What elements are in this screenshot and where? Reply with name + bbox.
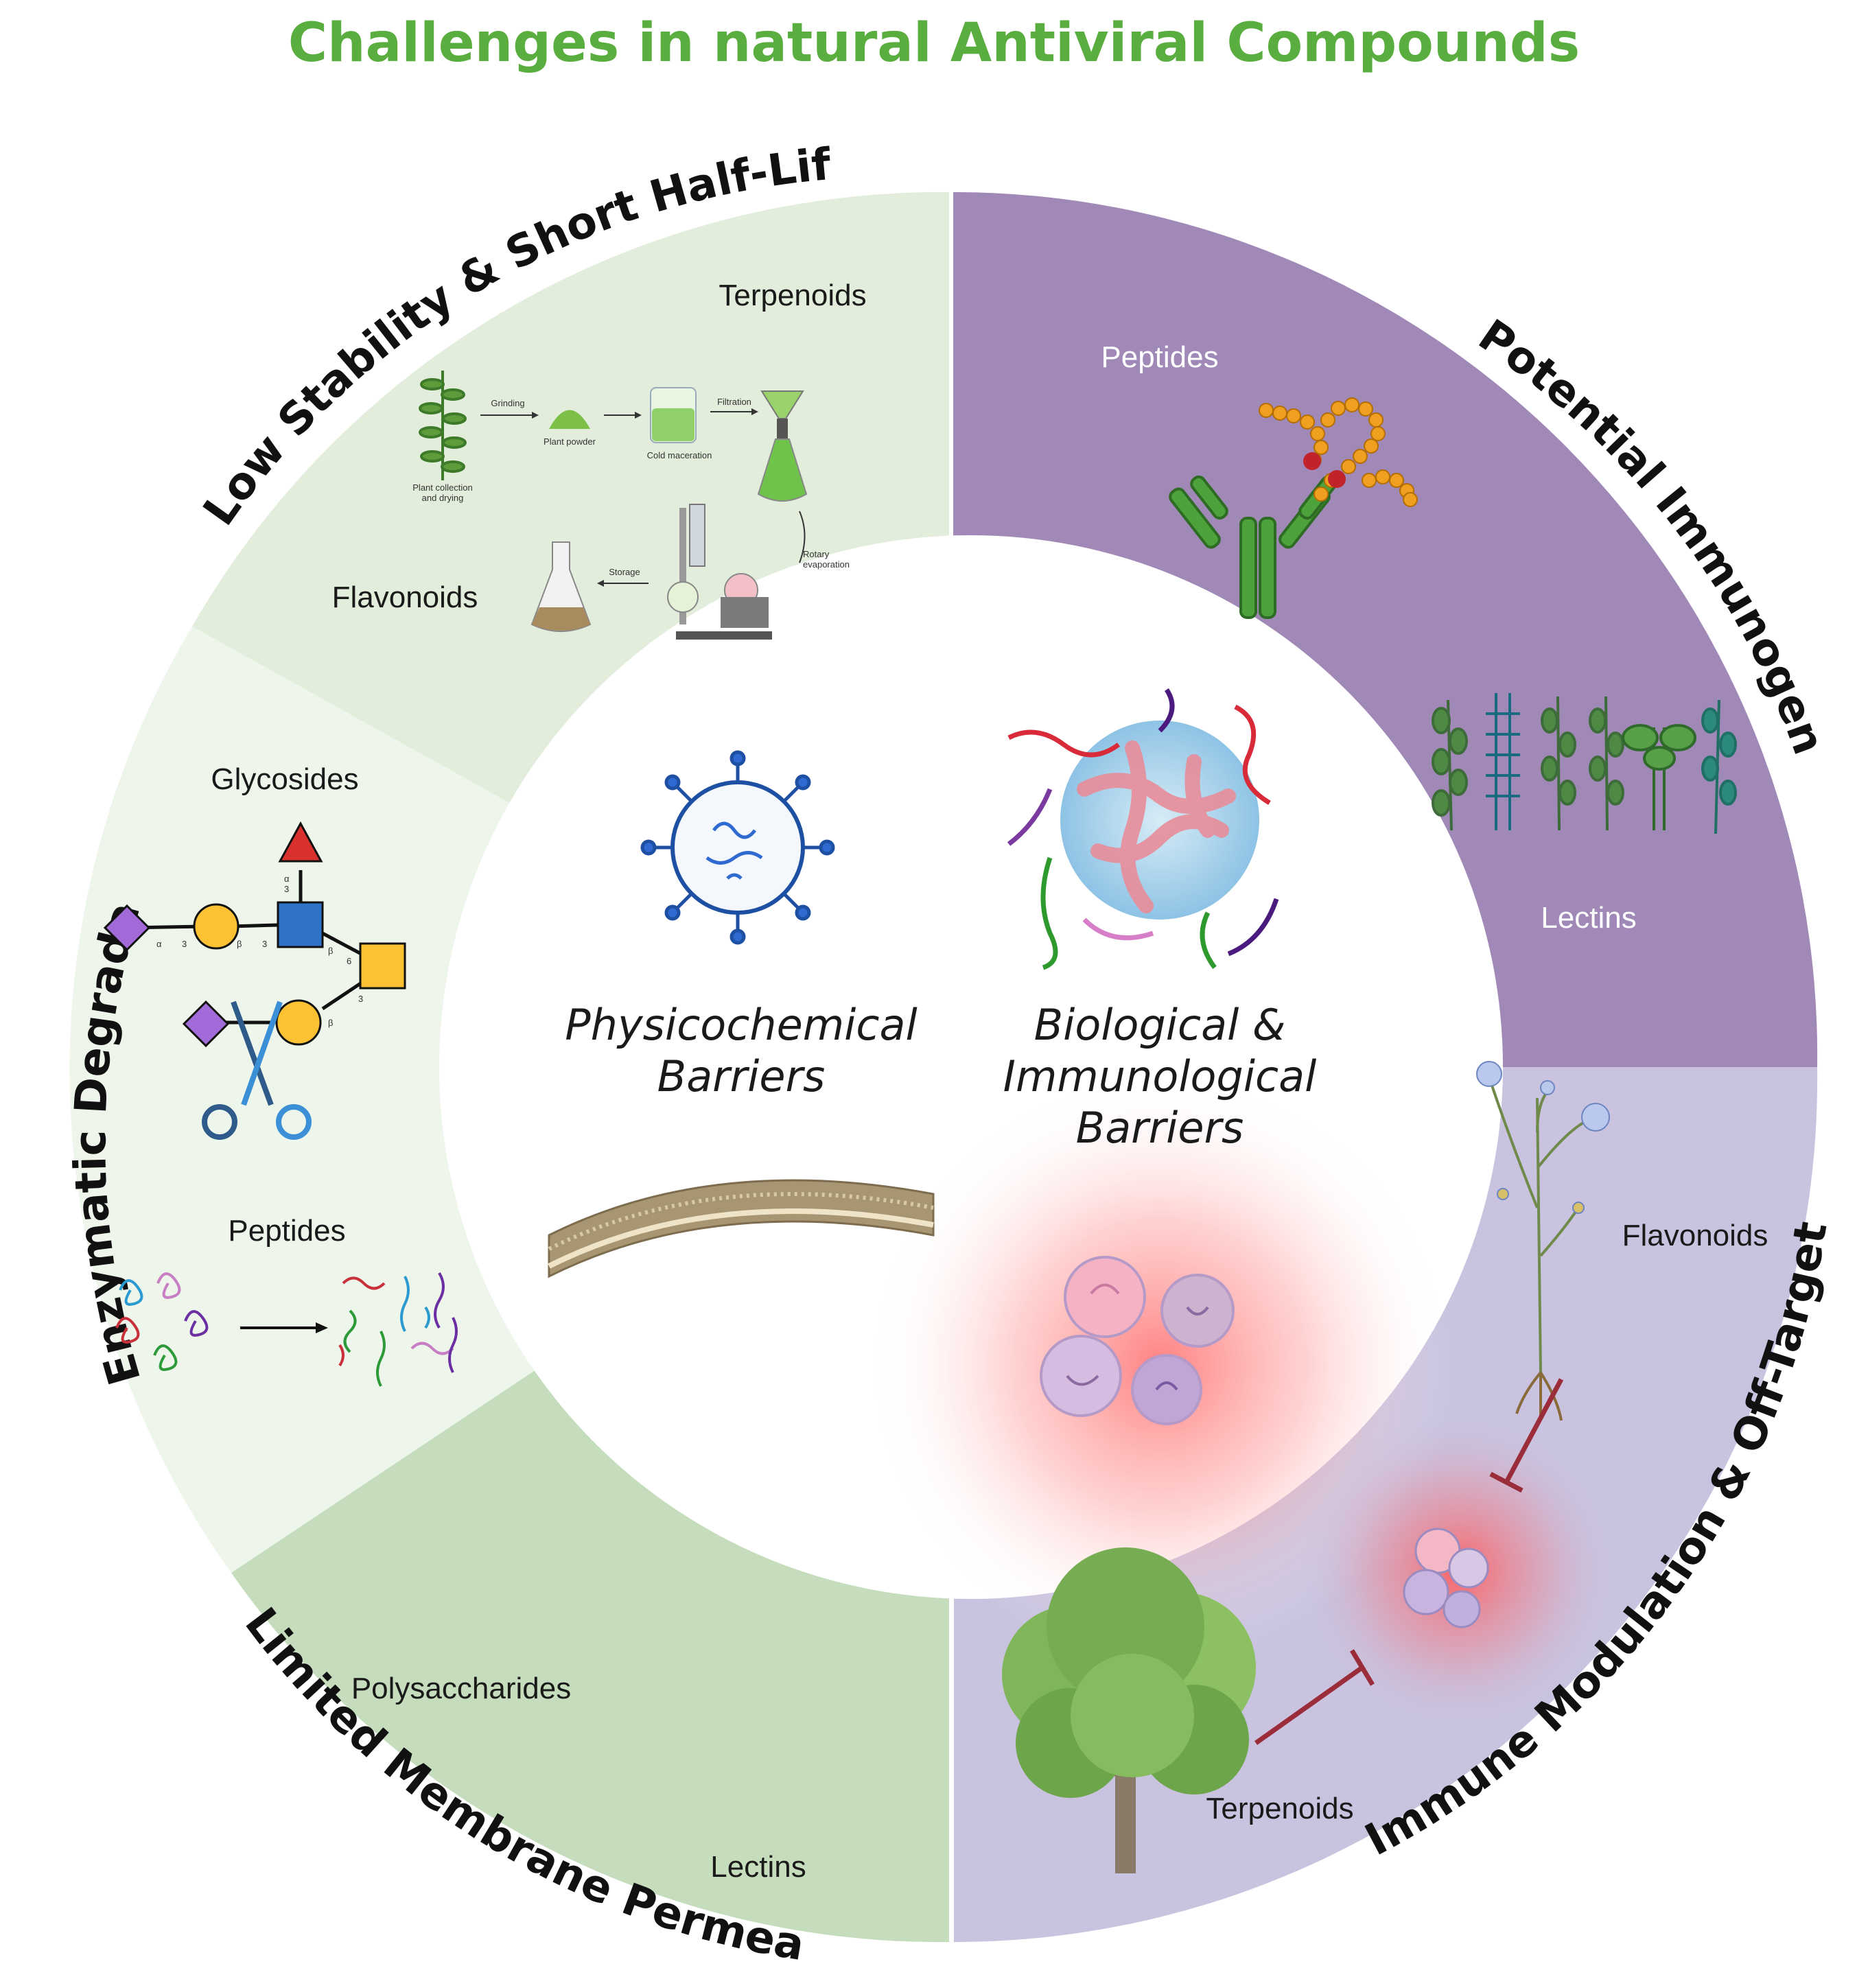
step-rotary: Rotary xyxy=(803,549,830,559)
galnac-square-icon xyxy=(359,942,406,990)
limited-label-polysaccharides: Polysaccharides xyxy=(351,1672,571,1705)
plant-powder-icon xyxy=(549,410,590,429)
sialic-diamond-icon xyxy=(103,904,151,952)
virus-icon xyxy=(640,750,835,945)
glycan-mark: 3 xyxy=(358,994,363,1004)
immune-mod-label-flavonoids: Flavonoids xyxy=(1622,1219,1768,1252)
enzymatic-sector xyxy=(69,627,543,1573)
low-stability-label-flavonoids: Flavonoids xyxy=(332,581,478,614)
glycan-mark: α xyxy=(156,939,162,949)
enzymatic-label-glycosides: Glycosides xyxy=(211,762,358,796)
glycan-structure: α 3 β 3 α 3 β 6 3 β xyxy=(103,821,406,1048)
nanoparticle-icon xyxy=(1007,688,1279,970)
center-right-line1: Biological & xyxy=(1034,1000,1286,1050)
glycan-mark: β xyxy=(328,1018,333,1028)
storage-flask-icon xyxy=(530,541,592,632)
center-left-line2: Barriers xyxy=(657,1051,826,1101)
flax-flower-icon xyxy=(1476,1061,1610,1214)
page-title: Challenges in natural Antiviral Compound… xyxy=(288,12,1580,74)
center-right-line3: Barriers xyxy=(1076,1103,1244,1153)
unfolded-peptides-icon xyxy=(338,1272,458,1387)
enzymatic-label-peptides: Peptides xyxy=(228,1214,345,1248)
glycan-mark: 3 xyxy=(284,884,289,894)
limited-membrane-sector xyxy=(231,1366,950,1943)
center-right-line2: Immunological xyxy=(1003,1051,1317,1101)
binding-site-icon xyxy=(1303,452,1321,470)
immunogenicity-label-lectins: Lectins xyxy=(1541,901,1636,935)
immune-cells-icon xyxy=(1040,1256,1235,1425)
glycan-mark: α xyxy=(284,874,290,884)
glycan-mark: 3 xyxy=(262,939,267,949)
immune-mod-label-terpenoids: Terpenoids xyxy=(1206,1792,1353,1825)
tree-icon xyxy=(1002,1547,1256,1873)
center-left-line1: Physicochemical xyxy=(565,1000,917,1050)
immunogenicity-sector xyxy=(951,191,1818,1067)
lipid-bilayer-icon xyxy=(548,1179,935,1278)
glycan-mark: β xyxy=(237,939,242,949)
step-filtration: Filtration xyxy=(717,397,751,407)
binding-site-icon-2 xyxy=(1328,470,1346,488)
step-plant-powder: Plant powder xyxy=(544,436,596,447)
extraction-process: Plant collection and drying Grinding Pla… xyxy=(412,371,850,640)
step-cold-maceration: Cold maceration xyxy=(647,450,712,460)
folded-peptides-icon xyxy=(115,1272,209,1371)
plant-icon xyxy=(419,371,467,480)
inhibition-arrow-icon xyxy=(1489,1378,1564,1493)
glycan-mark: 3 xyxy=(182,939,187,949)
step-storage: Storage xyxy=(609,567,640,577)
inhibition-arrow-icon-2 xyxy=(1254,1649,1375,1745)
low-stability-sector xyxy=(192,191,951,808)
glycan-mark: 6 xyxy=(347,956,351,966)
step-grinding: Grinding xyxy=(491,398,524,408)
beaker-icon xyxy=(650,387,697,443)
glcnac-square-icon xyxy=(277,901,324,948)
scissors-icon xyxy=(202,1001,312,1140)
step-evaporation: evaporation xyxy=(803,559,850,570)
galactose-circle-icon xyxy=(193,903,240,950)
glycan-mark: β xyxy=(328,946,333,956)
rotary-evaporator-icon xyxy=(667,504,772,640)
limited-label-lectins: Lectins xyxy=(710,1850,806,1884)
immunogenicity-label-peptides: Peptides xyxy=(1101,340,1218,374)
lectin-plants-icon xyxy=(1432,693,1737,834)
low-stability-label-terpenoids: Terpenoids xyxy=(719,279,866,312)
galactose-circle-icon-2 xyxy=(275,999,322,1046)
step-drying: and drying xyxy=(422,493,464,503)
sialic-diamond-icon-2 xyxy=(182,1000,230,1048)
fucose-triangle-icon xyxy=(278,821,323,863)
immune-cells-small-icon xyxy=(1403,1528,1489,1628)
filter-flask-icon xyxy=(757,390,808,502)
step-plant-collection: Plant collection xyxy=(412,482,472,493)
